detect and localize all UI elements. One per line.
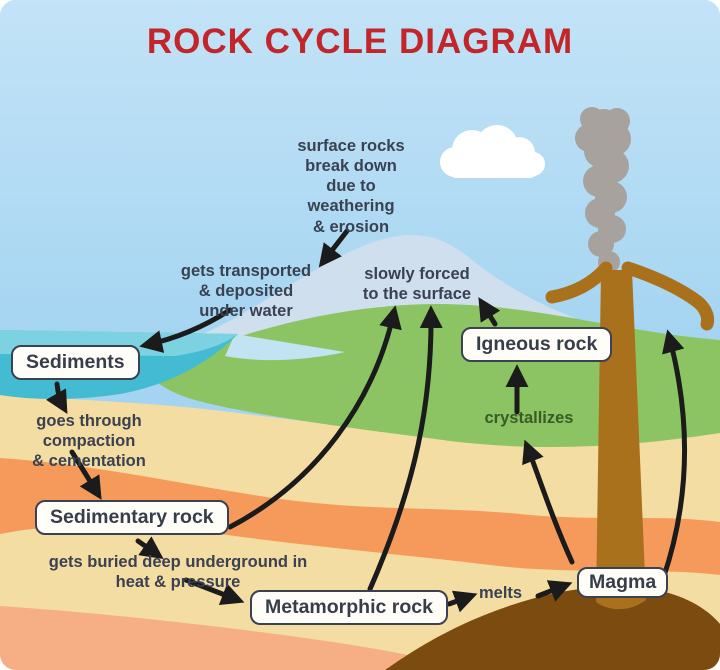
arrow-metamorphic-to-melts [446, 590, 478, 613]
node-igneous-rock: Igneous rock [461, 327, 613, 362]
arrow-magma-to-crystallizes [522, 439, 575, 565]
arrow-metamorphic-uplift-to-surface [367, 305, 443, 592]
annotation-buried: gets buried deep underground in heat & p… [48, 553, 308, 592]
lava-flow [545, 261, 715, 331]
arrow-sedimentary-uplift-to-surface [227, 305, 402, 530]
arrow-igneous-to-surface [478, 297, 501, 327]
page-title: ROCK CYCLE DIAGRAM [146, 22, 574, 61]
arrow-sedimentary-to-buried [135, 536, 164, 559]
salmon-layer [0, 606, 450, 670]
cloud [440, 125, 545, 178]
arrows [46, 228, 687, 613]
annotation-weathering: surface rocks break down due to weatheri… [297, 137, 405, 236]
node-metamorphic-rock: Metamorphic rock [250, 590, 448, 625]
arrow-sediments-to-compaction [46, 381, 68, 414]
arrow-buried-to-metamorphic [183, 577, 245, 605]
annotation-compaction: goes through compaction & cementation [32, 412, 146, 471]
arrow-transported-to-sediments [139, 307, 233, 353]
node-magma: Magma [577, 567, 669, 598]
arrow-magma-erupt-to-surface [660, 329, 687, 582]
arrow-weathering-to-surface [318, 228, 350, 268]
arrow-compaction-to-sedimentary [69, 449, 102, 500]
magma-chamber [385, 586, 720, 670]
arrow-melts-to-magma [535, 580, 573, 602]
lava-flow-left [545, 261, 613, 304]
orange-layer [0, 458, 720, 575]
shallow-water [225, 334, 345, 361]
node-sedimentary-rock: Sedimentary rock [35, 500, 229, 535]
smoke-plume [575, 107, 631, 273]
annotation-transported: gets transported & deposited under water [180, 262, 312, 321]
lava-flow-right [621, 261, 715, 331]
annotation-slowly-forced: slowly forced to the surface [362, 265, 472, 304]
annotation-melts: melts [479, 584, 523, 602]
node-sediments: Sediments [11, 345, 140, 380]
annotation-crystallizes: crystallizes [484, 409, 574, 427]
